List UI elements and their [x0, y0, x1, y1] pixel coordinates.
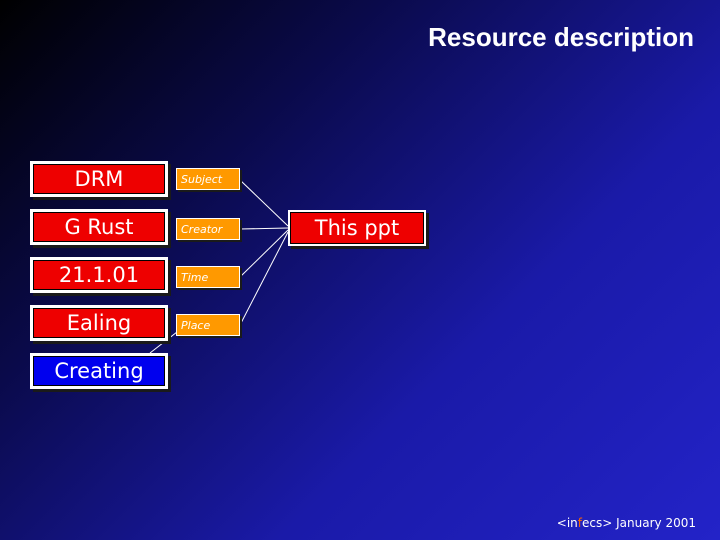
footer: <infecs> January 2001	[557, 516, 696, 530]
footer-brand-suffix: ecs	[582, 516, 603, 530]
value-label: 21.1.01	[33, 260, 165, 290]
value-label: Ealing	[33, 308, 165, 338]
connector-place	[239, 231, 289, 326]
value-label: DRM	[33, 164, 165, 194]
value-box-creator: G Rust	[30, 209, 168, 245]
target-resource-box: This ppt	[288, 210, 426, 246]
property-time: Time	[176, 266, 240, 288]
footer-gt: >	[602, 516, 613, 530]
activity-box: Creating	[30, 353, 168, 389]
connector-time	[239, 229, 289, 278]
property-creator: Creator	[176, 218, 240, 240]
footer-brand-accent: f	[577, 516, 583, 530]
footer-brand-prefix: in	[566, 516, 578, 530]
footer-date: January 2001	[612, 516, 696, 530]
property-subject: Subject	[176, 168, 240, 190]
activity-label: Creating	[33, 356, 165, 386]
slide-title: Resource description	[428, 22, 694, 52]
connector-subject	[239, 179, 289, 227]
value-label: G Rust	[33, 212, 165, 242]
target-label: This ppt	[290, 212, 424, 244]
property-place: Place	[176, 314, 240, 336]
value-box-place: Ealing	[30, 305, 168, 341]
footer-lt: <	[556, 516, 567, 530]
connector-creator	[239, 227, 289, 230]
value-box-subject: DRM	[30, 161, 168, 197]
value-box-time: 21.1.01	[30, 257, 168, 293]
